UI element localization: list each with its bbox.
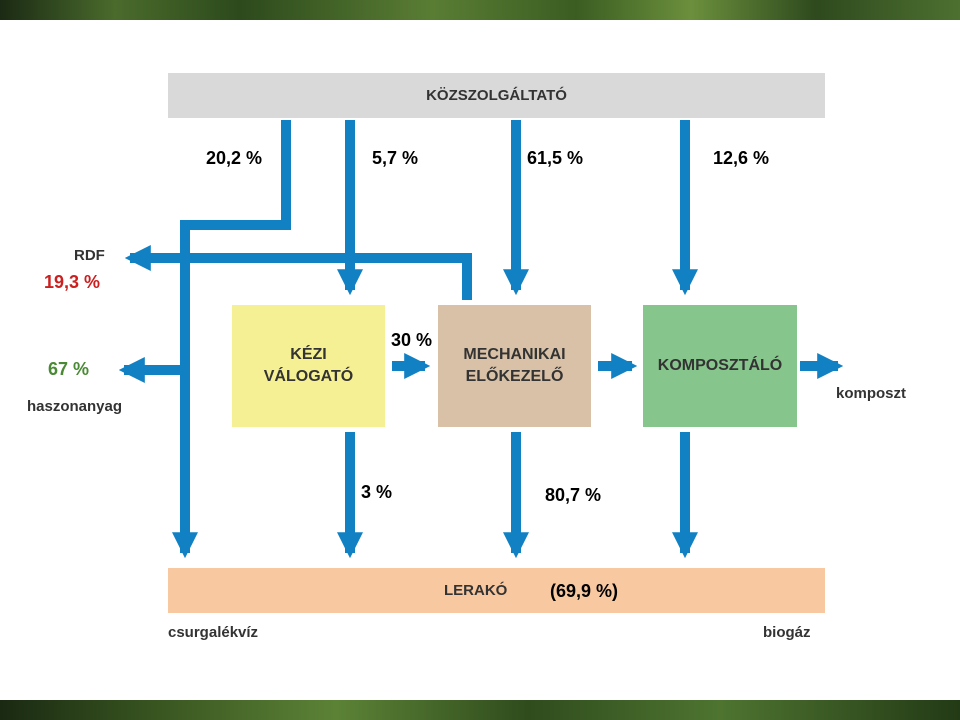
- csurgalekviz-label: csurgalékvíz: [168, 624, 259, 641]
- landfill-total-percent: (69,9 %): [550, 581, 619, 601]
- arrow-20-2-flow: [172, 120, 291, 559]
- lerako-box: LERAKÓ (69,9 %): [168, 568, 825, 613]
- kozszolgaltato-box: KÖZSZOLGÁLTATÓ: [168, 73, 825, 118]
- biogaz-label: biogáz: [763, 624, 811, 641]
- lerako-label: LERAKÓ: [444, 582, 508, 599]
- bottom-decorative-band: [0, 700, 960, 720]
- percent-20-2: 20,2 %: [206, 148, 263, 168]
- arrow-rdf: [124, 245, 472, 300]
- percent-61-5: 61,5 %: [527, 148, 584, 168]
- percent-80-7: 80,7 %: [545, 485, 602, 505]
- percent-12-6: 12,6 %: [713, 148, 770, 168]
- percent-30: 30 %: [391, 330, 433, 350]
- percent-3: 3 %: [361, 482, 393, 502]
- rdf-percent: 19,3 %: [44, 272, 101, 292]
- mechanikai-elokezelo-box: MECHANIKAI ELŐKEZELŐ: [438, 305, 591, 427]
- useful-material-percent: 67 %: [48, 359, 90, 379]
- komposzt-label: komposzt: [836, 385, 907, 402]
- percent-5-7: 5,7 %: [372, 148, 419, 168]
- rdf-label: RDF: [74, 247, 105, 264]
- komposztalo-box: KOMPOSZTÁLÓ: [643, 305, 797, 427]
- haszonanyag-label: haszonanyag: [27, 398, 123, 415]
- kezi-valogato-box: KÉZI VÁLOGATÓ: [232, 305, 385, 427]
- top-decorative-band: [0, 0, 960, 20]
